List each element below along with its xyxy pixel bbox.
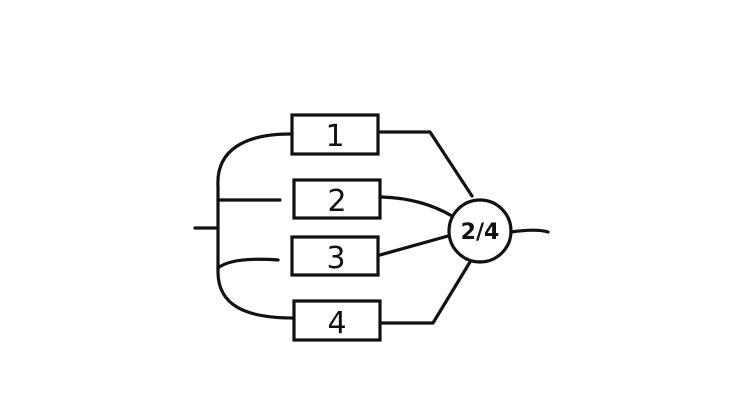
component-1: 1	[290, 113, 380, 156]
component-2: 2	[292, 178, 382, 220]
output-line	[509, 228, 550, 234]
connector-3	[378, 234, 450, 257]
component-label-4: 4	[327, 306, 346, 341]
component-box-1	[290, 113, 380, 156]
branch-line-3	[216, 257, 280, 270]
input-bus	[216, 132, 292, 188]
connector-2	[380, 195, 454, 218]
connector-1	[378, 130, 474, 198]
voter-label: 2/4	[461, 220, 500, 245]
component-label-2: 2	[327, 184, 346, 219]
component-4: 4	[292, 299, 382, 342]
component-label-1: 1	[325, 119, 344, 154]
component-box-4	[292, 299, 382, 342]
connector-4	[380, 260, 472, 325]
component-3: 3	[290, 235, 380, 277]
component-box-3	[290, 235, 380, 277]
input-bus-lower	[216, 270, 295, 320]
voter-node: 2/4	[447, 198, 513, 264]
component-box-2	[292, 178, 382, 220]
component-label-3: 3	[326, 241, 345, 276]
